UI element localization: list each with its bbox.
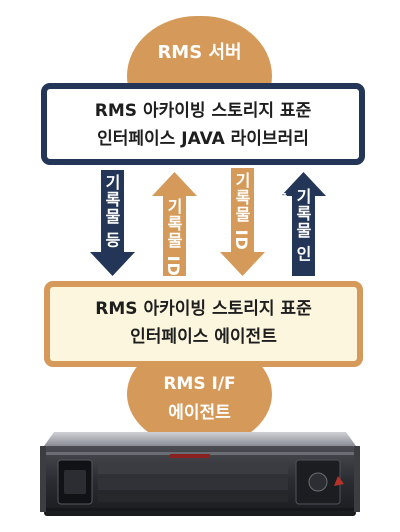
agent-line2: 인터페이스 에이전트	[130, 327, 277, 347]
arrow-id-down	[220, 168, 265, 276]
rms-server-label: RMS 서버	[157, 42, 242, 63]
java-library-text: RMS 아카이빙 스토리지 표준 인터페이스 JAVA 라이브러리	[44, 96, 362, 156]
arrow-retrieve-label: 기록물 인출	[269, 188, 312, 263]
agent-box	[44, 281, 363, 367]
rms-if-line2: 에이전트	[168, 403, 231, 423]
arrow-id-down-label: 기록물 ID	[232, 172, 251, 251]
server-rack-image	[40, 432, 360, 516]
arrow-id-up-label: 기록물 ID	[164, 198, 183, 277]
agent-line1: RMS 아카이빙 스토리지 표준	[95, 299, 312, 319]
rms-if-line1: RMS I/F	[163, 374, 236, 394]
arrow-register-down	[90, 170, 135, 276]
arrow-retrieve-up	[281, 172, 326, 276]
arrow-id-up	[152, 172, 197, 276]
java-library-line2: 인터페이스 JAVA 라이브러리	[97, 129, 309, 149]
agent-text: RMS 아카이빙 스토리지 표준 인터페이스 에이전트	[47, 294, 360, 354]
arrow-register-label: 기록물 등록	[78, 174, 121, 249]
java-library-line1: RMS 아카이빙 스토리지 표준	[94, 101, 312, 121]
java-library-box	[41, 83, 365, 165]
